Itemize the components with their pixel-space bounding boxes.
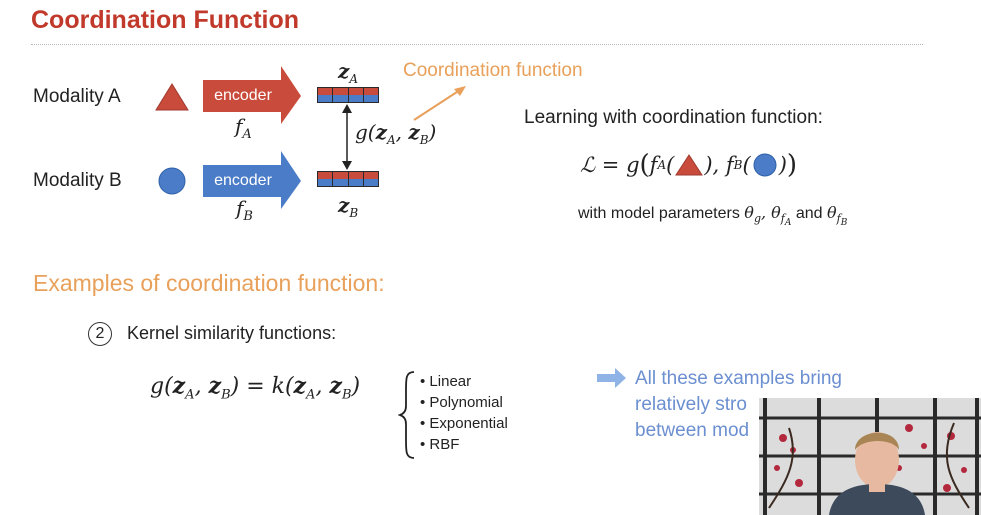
model-params: with model parameters θg, θfA and θfB	[578, 203, 848, 229]
presenter-webcam	[759, 398, 981, 515]
title-divider	[31, 44, 923, 45]
kernel-formula: g(zA, zB) = k(zA, zB)	[150, 373, 361, 403]
list-item: • Exponential	[420, 415, 508, 432]
list-item: • Polynomial	[420, 394, 503, 411]
slide-title: Coordination Function	[31, 6, 300, 34]
coordination-arrow	[413, 86, 466, 121]
z-b-label: zB	[338, 193, 359, 220]
encoder-b-label: encoder	[214, 172, 272, 189]
brace-icon	[398, 371, 415, 459]
arrow-right-icon	[597, 368, 626, 388]
kernel-heading: Kernel similarity functions:	[127, 323, 337, 343]
double-arrow-icon	[342, 104, 352, 170]
f-a-label: fA	[235, 114, 252, 142]
examples-heading: Examples of coordination function:	[33, 270, 385, 296]
f-b-label: fB	[236, 196, 253, 224]
z-a-vector	[317, 87, 379, 103]
loss-triangle-icon	[675, 154, 704, 176]
modality-b-label: Modality B	[33, 170, 122, 191]
list-item: • Linear	[420, 373, 472, 390]
z-a-label: zA	[338, 59, 359, 86]
coordination-function-label: Coordination function	[403, 60, 583, 81]
encoder-a-label: encoder	[214, 87, 272, 104]
encoder-a-arrow	[203, 66, 301, 124]
g-function-label: g(zA, zB)	[355, 120, 437, 147]
kernel-types-list: • Linear • Polynomial • Exponential • RB…	[420, 373, 508, 457]
learning-heading: Learning with coordination function:	[524, 107, 823, 128]
note-text: All these examples bring relatively stro…	[635, 368, 842, 441]
circle-icon	[158, 167, 186, 195]
list-item: • RBF	[420, 436, 460, 453]
presenter-video-icon	[759, 398, 981, 515]
loss-circle-icon	[753, 153, 777, 177]
modality-a-label: Modality A	[33, 86, 121, 107]
kernel-number-badge: 2	[88, 322, 112, 346]
triangle-icon	[155, 83, 189, 111]
encoder-b-arrow	[203, 151, 301, 209]
z-b-vector	[317, 171, 379, 187]
